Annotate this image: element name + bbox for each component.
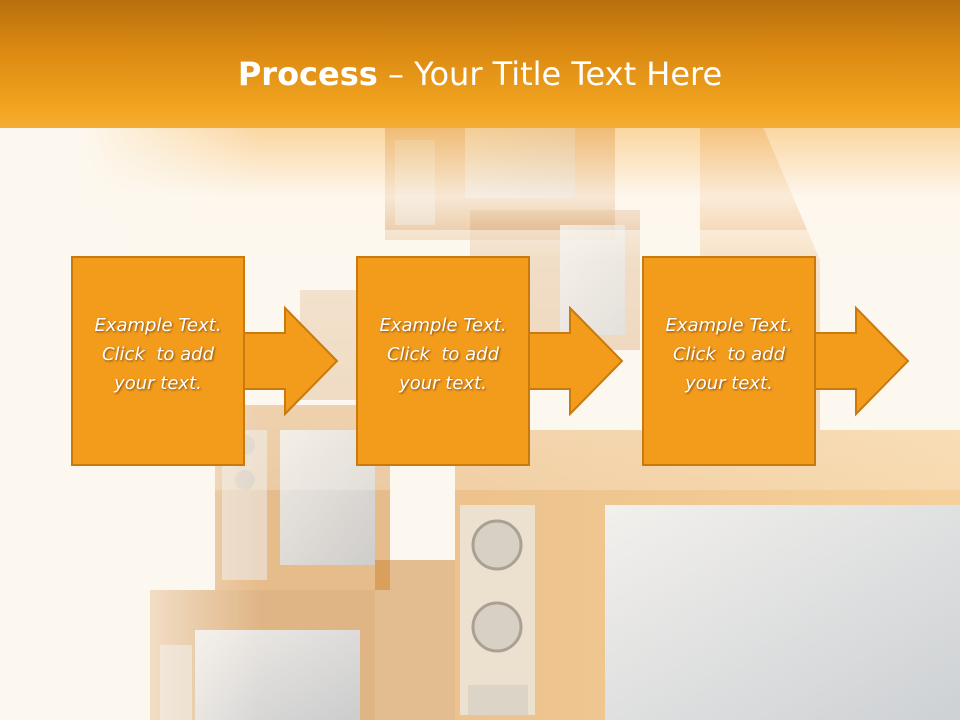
- title-bar: [0, 0, 960, 128]
- arrow-right-icon: [814, 305, 910, 417]
- step-2-text[interactable]: Example Text. Click to add your text.: [357, 311, 529, 398]
- step-3-line-3: your text.: [685, 373, 773, 394]
- step-3-line-1: Example Text.: [665, 315, 793, 336]
- title-rest-part: – Your Title Text Here: [377, 55, 723, 93]
- process-step-3[interactable]: [642, 256, 910, 466]
- step-1-text[interactable]: Example Text. Click to add your text.: [72, 311, 244, 398]
- step-3-line-2: Click to add: [672, 344, 785, 365]
- slide-title[interactable]: Process – Your Title Text Here: [0, 52, 960, 96]
- arrow-right-icon: [528, 305, 624, 417]
- step-2-line-2: Click to add: [386, 344, 499, 365]
- step-2-line-1: Example Text.: [379, 315, 507, 336]
- step-3-text[interactable]: Example Text. Click to add your text.: [643, 311, 815, 398]
- arrow-right-icon: [243, 305, 339, 417]
- step-1-line-1: Example Text.: [94, 315, 222, 336]
- title-bold-part: Process: [237, 55, 378, 93]
- step-2-line-3: your text.: [399, 373, 487, 394]
- step-1-line-2: Click to add: [101, 344, 214, 365]
- step-1-line-3: your text.: [114, 373, 202, 394]
- process-step-1[interactable]: [71, 256, 339, 466]
- process-step-2[interactable]: [356, 256, 624, 466]
